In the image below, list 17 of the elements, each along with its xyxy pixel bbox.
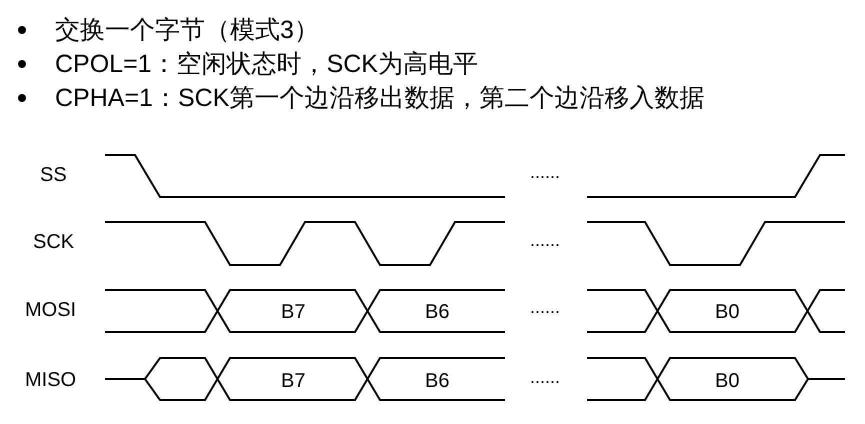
data-bit-label: B7	[281, 371, 306, 391]
bullet-text: CPHA=1：SCK第一个边沿移出数据，第二个边沿移入数据	[55, 86, 704, 110]
bullet-text: 交换一个字节（模式3）	[55, 18, 319, 42]
data-bit-label: B6	[425, 371, 450, 391]
signal-name: SCK	[33, 232, 74, 252]
ellipsis: ......	[530, 298, 560, 316]
data-bit-label: B7	[281, 302, 306, 322]
signal-name: MISO	[25, 370, 76, 390]
bullet-text: CPOL=1：空闲状态时，SCK为高电平	[55, 52, 478, 76]
data-bit-label: B6	[425, 302, 450, 322]
signal-name: MOSI	[25, 300, 76, 320]
signal-name: SS	[40, 165, 67, 185]
ellipsis: ......	[530, 231, 560, 249]
data-bit-label: B0	[715, 302, 740, 322]
ellipsis: ......	[530, 163, 560, 181]
data-bit-label: B0	[715, 371, 740, 391]
ellipsis: ......	[530, 368, 560, 386]
